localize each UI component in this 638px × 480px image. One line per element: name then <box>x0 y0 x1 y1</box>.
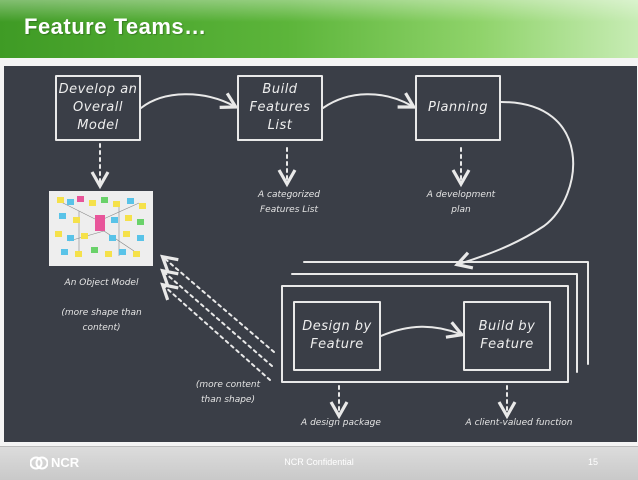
confidential-label: NCR Confidential <box>284 457 354 467</box>
label-development-plan: A development plan <box>426 190 496 215</box>
feedback-arrow-3 <box>160 282 271 381</box>
label-design-by-feature: Design by Feature <box>302 319 372 352</box>
arrow-planning-to-design <box>454 101 575 270</box>
label-planning: Planning <box>428 100 488 115</box>
label-content-note: (more content than shape) <box>195 380 261 405</box>
page-number: 15 <box>587 457 598 467</box>
diagram-lines <box>55 75 589 420</box>
slide-title: Feature Teams… <box>24 14 207 39</box>
arrow-features-to-planning <box>322 92 417 109</box>
slide-footer: NCR NCR Confidential 15 <box>0 446 638 480</box>
ncr-logo-icon <box>30 456 48 469</box>
stack-page-back <box>303 261 589 365</box>
ncr-logo: NCR <box>30 455 79 470</box>
label-build-by-feature: Build by Feature <box>478 319 536 352</box>
object-model-photo <box>49 191 153 266</box>
feedback-arrow-2 <box>160 268 273 367</box>
slide-header: Feature Teams… <box>0 0 638 58</box>
label-design-package: A design package <box>301 418 381 428</box>
header-shine <box>0 0 638 22</box>
feedback-arrow-1 <box>160 254 275 353</box>
label-client-function: A client-valued function <box>465 418 573 428</box>
label-object-model: An Object Model <box>64 278 139 288</box>
label-build-features-list: Build Features List <box>249 82 311 133</box>
stack-page-front <box>281 285 569 383</box>
stack-page-mid <box>291 273 578 373</box>
arrow-model-to-features <box>140 92 239 110</box>
label-features-list: A categorized Features List <box>258 190 320 215</box>
ncr-logo-text: NCR <box>51 455 80 470</box>
label-object-model-note: (more shape than content) <box>61 308 142 333</box>
label-develop-model: Develop an Overall Model <box>58 82 138 133</box>
sticky-notes-image <box>49 191 153 266</box>
chalkboard: Develop an Overall Model Build Features … <box>4 66 637 442</box>
arrow-design-to-build <box>380 321 465 339</box>
